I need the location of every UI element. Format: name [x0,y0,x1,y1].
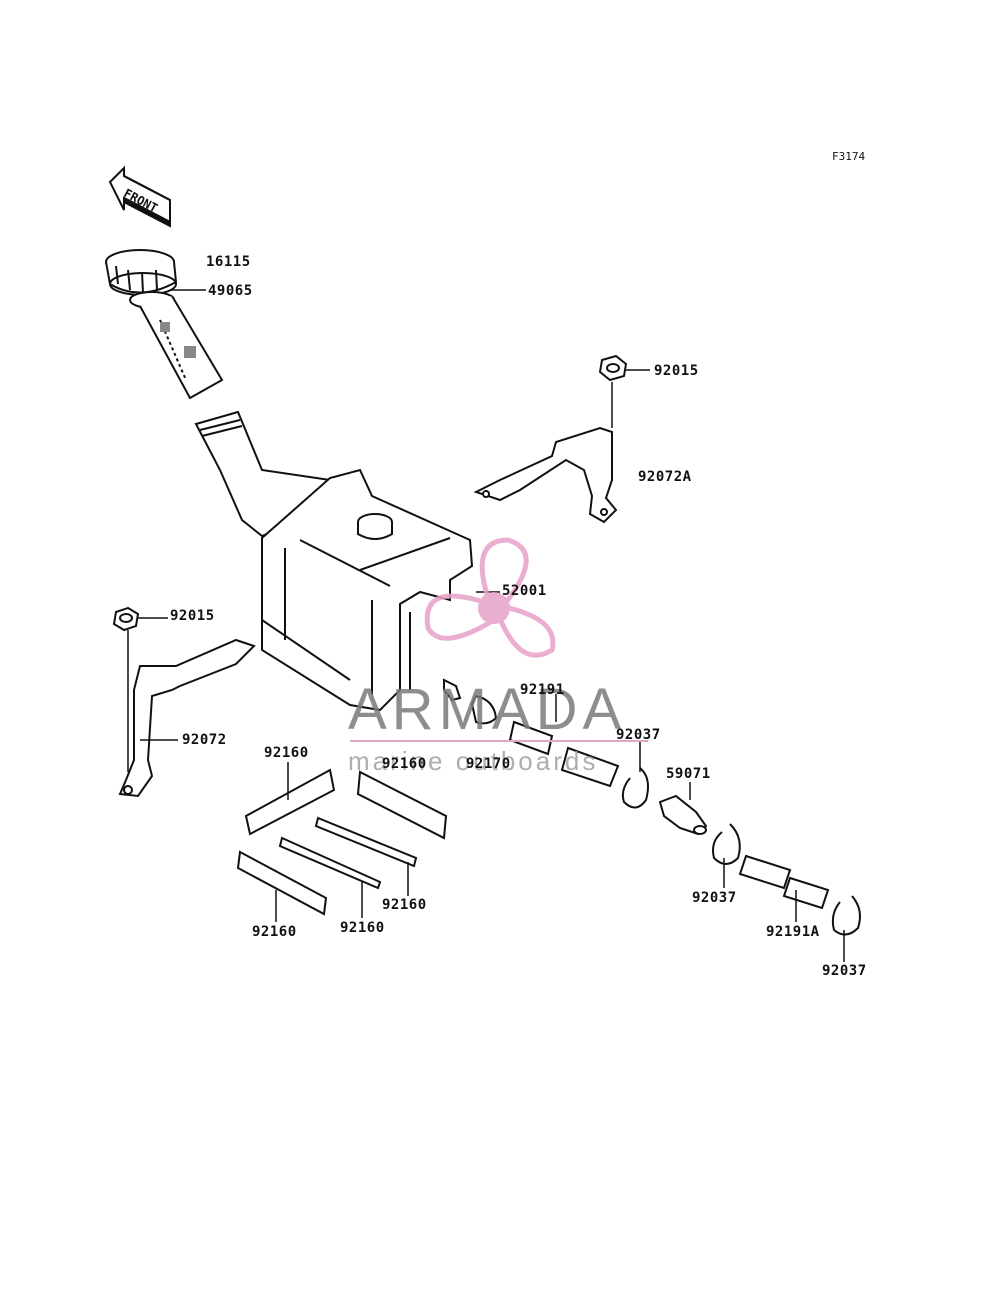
leader-lines [127,289,845,962]
tank-band-icon [473,426,618,524]
part-label-92160: 92160 [264,745,309,761]
watermark-propeller-icon [424,537,556,658]
figure-code: F3174 [832,150,866,163]
tank-band-icon [118,638,256,798]
part-label-92191A: 92191A [766,924,820,940]
part-label-52001: 52001 [502,583,547,599]
fuel-cap-icon [105,249,178,296]
part-label-92160: 92160 [382,897,427,913]
part-label-92015: 92015 [654,363,699,379]
filler-neck-icon [129,291,224,400]
part-label-92160: 92160 [340,920,385,936]
nut-icon [598,354,628,382]
part-label-92037: 92037 [692,890,737,906]
pad-icon [236,768,448,916]
part-label-92160: 92160 [382,756,427,772]
fuel-hose-icon [738,854,830,910]
part-label-92072A: 92072A [638,469,692,485]
part-label-59071: 59071 [666,766,711,782]
part-label-49065: 49065 [208,283,253,299]
hose-clip-icon [621,767,649,809]
part-label-92160: 92160 [252,924,297,940]
fuel-hose-icon [508,720,620,788]
watermark-subtitle: marine outboards [348,746,599,776]
fuel-tank-icon [261,468,474,712]
part-label-92191: 92191 [520,682,565,698]
front-arrow-icon [108,165,171,228]
watermark-divider [350,740,648,742]
nut-icon [112,606,140,632]
clamp-icon [443,678,498,725]
hose-clip-icon [831,895,861,936]
part-label-92015: 92015 [170,608,215,624]
watermark-title: ARMADA [348,677,627,742]
part-label-92037: 92037 [616,727,661,743]
part-label-92037: 92037 [822,963,867,979]
part-label-16115: 16115 [206,254,251,270]
fuel-fitting-icon [658,794,708,836]
part-label-92170: 92170 [466,756,511,772]
part-label-92072: 92072 [182,732,227,748]
hose-clip-icon [712,823,741,865]
